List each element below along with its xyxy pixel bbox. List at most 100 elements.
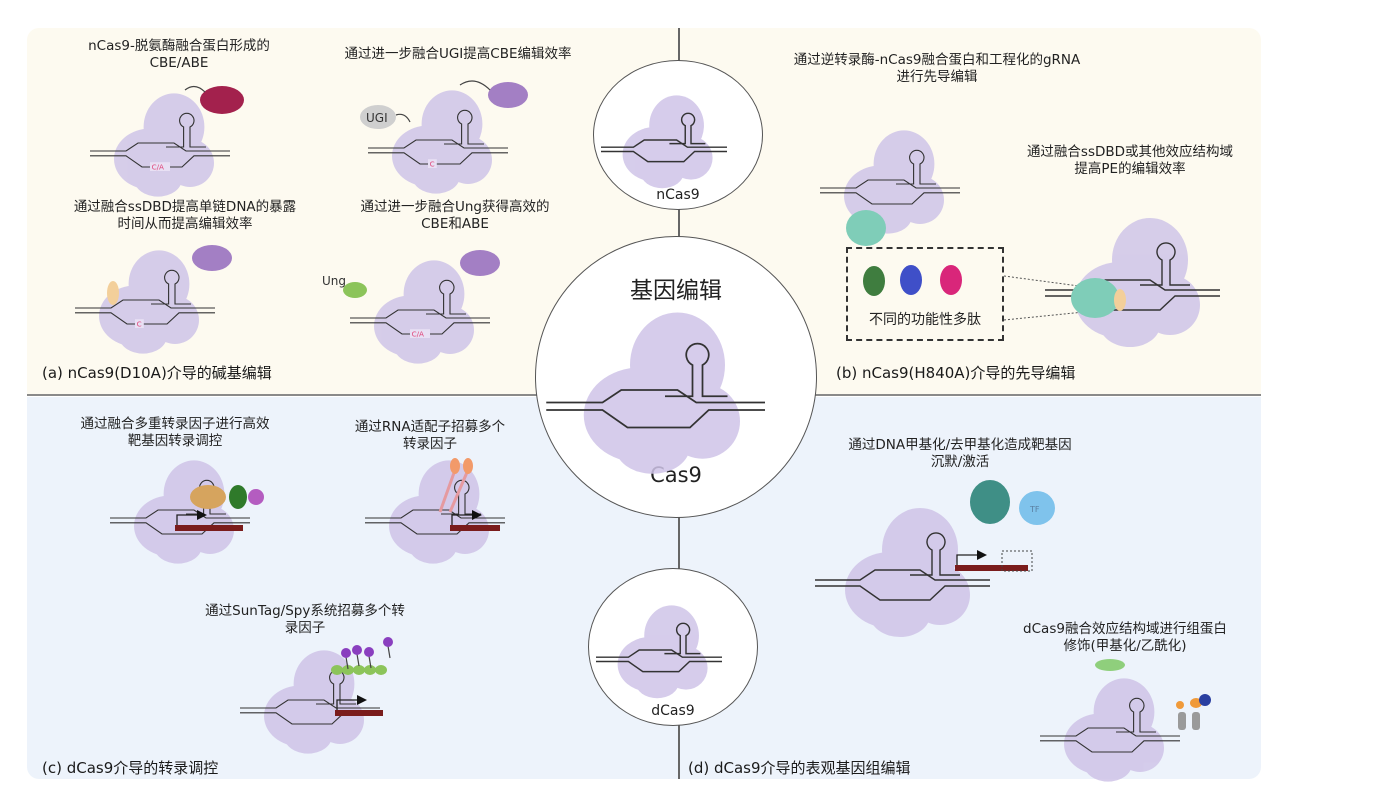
cas9-lobe (640, 156, 684, 189)
panel-d-label: (d) dCas9介导的表观基因组编辑 (688, 759, 911, 777)
methylation-site-box (1001, 550, 1033, 572)
dna-target-strand (109, 509, 251, 519)
cas9-lobe (409, 528, 457, 564)
aptamer-bound-tf-icon (463, 458, 473, 474)
reverse-transcriptase-icon (1071, 278, 1119, 318)
cas9-protein-body (583, 312, 740, 474)
recruited-tf-icon (352, 645, 362, 655)
caption-d2: dCas9融合效应结构域进行组蛋白 修饰(甲基化/乙酰化) (1000, 621, 1250, 655)
polypeptide-legend: 不同的功能性多肽 (846, 247, 1004, 341)
cas9-lobe (615, 418, 690, 474)
ugi-protein-icon (360, 105, 396, 129)
caption-line: 通过进一步融合UGI提高CBE编辑效率 (344, 46, 572, 62)
cas9-lobe (412, 158, 460, 194)
caption-a4: 通过进一步融合Ung获得高效的 CBE和ABE (320, 199, 590, 233)
dna-target-strand (239, 699, 381, 709)
grna-hairpin (1116, 697, 1157, 733)
cas9-protein-body (845, 508, 970, 637)
dcas9-complex-icon (596, 605, 722, 699)
cas9-lobe (870, 593, 930, 637)
recruited-tf-icon (364, 647, 374, 657)
cbe-abe-complex-icon: C/A (89, 93, 231, 197)
caption-line: 通过SunTag/Spy系统招募多个转 (205, 603, 405, 619)
edited-base-label: C (137, 319, 142, 328)
cas9-protein-body (134, 460, 234, 564)
antibody-linker (345, 656, 349, 670)
connector-line-upper (678, 208, 680, 238)
cas9-lobe (154, 528, 202, 564)
base-mark-bg (410, 329, 430, 338)
grna-hairpin (910, 532, 960, 576)
promoter-arrow-stem (956, 554, 977, 565)
grna-hairpin (669, 112, 706, 145)
center-title: 基因编辑 (630, 278, 722, 304)
cas9-lobe (1084, 746, 1132, 782)
caption-line: 沉默/激活 (930, 454, 990, 470)
ssdbd-icon (107, 281, 119, 305)
promoter-arrow-head-icon (472, 510, 482, 520)
grna-hairpin (151, 269, 192, 305)
methyl-mark-icon (1199, 694, 1211, 706)
transcription-factor-green-icon (229, 485, 247, 509)
acetyl-mark-icon (1176, 701, 1184, 709)
ncas9-label: nCas9 (656, 187, 700, 203)
gene-body (450, 525, 500, 531)
suntag-scaffold-icon (342, 665, 354, 675)
caption-line: dCas9融合效应结构域进行组蛋白 (1023, 621, 1227, 637)
deaminase-icon (200, 86, 244, 114)
gene-body (175, 525, 243, 531)
tf-label: TF (1029, 505, 1040, 514)
caption-line: 通过融合ssDBD或其他效应结构域 (1026, 144, 1234, 160)
caption-line: 通过融合多重转录因子进行高效 (80, 416, 270, 432)
edited-base-label: C (430, 159, 435, 168)
caption-line: nCas9-脱氨酶融合蛋白形成的 (88, 38, 270, 54)
dna-target-strand (596, 649, 722, 658)
ung-label: Ung (322, 274, 346, 288)
polypeptide-legend-icons (863, 265, 962, 296)
polypeptide-blue-icon (900, 265, 922, 295)
dna-nontarget-strand (1039, 740, 1181, 753)
caption-line: 通过进一步融合Ung获得高效的 (360, 199, 550, 215)
ugi-label: UGI (366, 111, 388, 125)
caption-b2: 通过融合ssDBD或其他效应结构域 提高PE的编辑效率 (1000, 144, 1260, 178)
deaminase-linker (459, 80, 491, 91)
ung-protein-icon (343, 282, 367, 298)
gene-body (335, 710, 383, 716)
tf-protein-icon (1019, 491, 1055, 525)
dcas9-label: dCas9 (651, 703, 695, 719)
antibody-linker (356, 653, 360, 667)
aptamer-bound-tf-icon (450, 458, 460, 474)
caption-line: 录因子 (284, 620, 326, 636)
dna-nontarget-strand (819, 192, 961, 205)
dna-nontarget-strand (109, 522, 251, 535)
dnmt-enzyme-icon (970, 480, 1010, 524)
dna-target-strand (74, 299, 216, 309)
caption-line: CBE/ABE (149, 55, 209, 71)
ssdbd-complex-icon: C (74, 250, 216, 354)
caption-line: 提高PE的编辑效率 (1074, 161, 1186, 177)
caption-line: 时间从而提高编辑效率 (117, 216, 253, 232)
cas9-protein-body (622, 95, 713, 189)
dna-target-strand (349, 309, 491, 319)
caption-line: 修饰(甲基化/乙酰化) (1063, 638, 1187, 654)
effector-domain-icon (1114, 289, 1126, 311)
ung-complex-icon: C/A (349, 260, 491, 364)
histone-effector-icon (1095, 659, 1125, 671)
caption-a1: nCas9-脱氨酶融合蛋白形成的 CBE/ABE (54, 38, 304, 72)
caption-line: 转录因子 (403, 436, 457, 452)
grna-hairpin (1140, 242, 1190, 286)
dna-nontarget-strand (815, 585, 990, 601)
legend-text: 不同的功能性多肽 (869, 312, 981, 328)
cas9-protein-body (114, 93, 214, 197)
grna-hairpin (665, 342, 728, 398)
cas9-lobe (635, 666, 679, 699)
connector-line-lower (678, 515, 680, 570)
ncas9-complex-icon (601, 95, 727, 189)
transcription-factor-magenta-icon (248, 489, 264, 505)
dna-nontarget-strand (74, 312, 216, 325)
deaminase-icon (488, 82, 528, 108)
antibody-linker (387, 645, 391, 659)
caption-d1: 通过DNA甲基化/去甲基化造成靶基因 沉默/激活 (815, 437, 1105, 471)
dna-nontarget-strand (364, 522, 506, 535)
promoter-arrow-stem (176, 514, 197, 525)
